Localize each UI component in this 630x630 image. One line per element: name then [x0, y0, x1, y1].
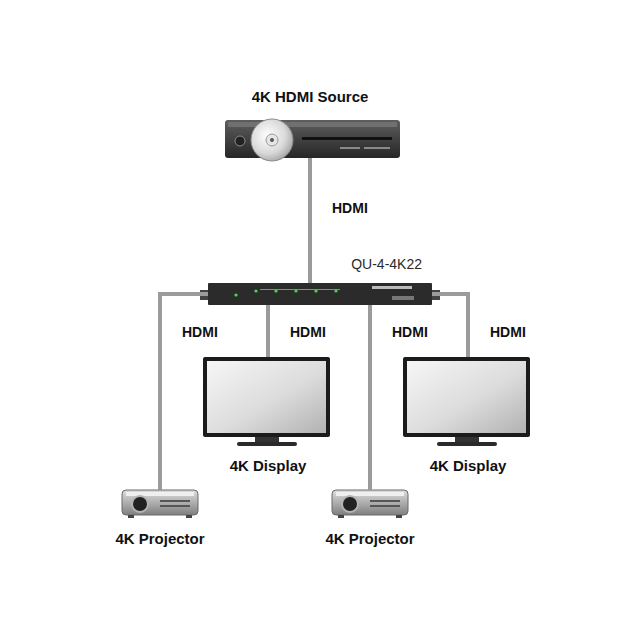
led: [254, 289, 257, 292]
projector-foot: [338, 515, 344, 518]
cable-label: HDMI: [390, 323, 430, 341]
display: [203, 357, 330, 446]
projector-foot: [186, 515, 192, 518]
cable-label: HDMI: [288, 323, 328, 341]
panel-mark: [260, 289, 340, 290]
splitter-body: [208, 283, 432, 305]
projector: [332, 490, 408, 518]
splitter-device: QU-4-4K22: [208, 283, 432, 305]
projector-vent: [160, 500, 190, 502]
display-device: 4K Display: [403, 357, 533, 475]
projector-vent: [160, 505, 190, 507]
hdmi-cable: [266, 305, 270, 357]
projector-foot: [128, 515, 134, 518]
display-device: 4K Display: [203, 357, 333, 475]
hdmi-cable: [432, 294, 468, 357]
projector-top: [126, 492, 194, 496]
cable-label: HDMI: [180, 323, 220, 341]
projector-body: [332, 490, 408, 515]
device-label: 4K HDMI Source: [252, 88, 369, 106]
projector-device: 4K Projector: [315, 490, 425, 548]
source-device: 4K HDMI Source: [222, 86, 398, 158]
model-label: QU-4-4K22: [351, 255, 422, 273]
display-bezel: [403, 357, 530, 437]
power-button: [235, 136, 245, 146]
disc-slot: [302, 137, 392, 140]
panel-mark: [392, 296, 414, 300]
panel-mark: [340, 147, 360, 149]
display-screen: [407, 361, 526, 433]
projector-top: [336, 492, 404, 496]
display-screen: [207, 361, 326, 433]
disc-hub: [266, 134, 278, 146]
projector: [122, 490, 198, 518]
device-label: 4K Display: [230, 457, 307, 475]
projector-device: 4K Projector: [105, 490, 215, 548]
blu-ray-player: [225, 119, 400, 161]
projector-lens: [132, 496, 148, 512]
device-label: 4K Display: [430, 457, 507, 475]
led: [234, 293, 237, 296]
projector-body: [122, 490, 198, 515]
device-label: 4K Projector: [325, 530, 414, 548]
display-bezel: [203, 357, 330, 437]
cable-label: HDMI: [488, 323, 528, 341]
player-top: [228, 122, 397, 127]
projector-vent: [370, 505, 400, 507]
device-label: 4K Projector: [115, 530, 204, 548]
display-neck: [255, 437, 279, 442]
hdmi-splitter: [200, 283, 440, 305]
cable-label: HDMI: [330, 199, 370, 217]
display-neck: [455, 437, 479, 442]
disc: [251, 119, 293, 161]
display-base: [437, 442, 497, 446]
display: [403, 357, 530, 446]
projector-foot: [396, 515, 402, 518]
projector-lens: [342, 496, 358, 512]
hdmi-cable: [368, 305, 372, 490]
hdmi-cable: [308, 158, 312, 283]
display-base: [237, 442, 297, 446]
logo-mark: [372, 286, 412, 289]
disc-hole: [270, 138, 274, 142]
projector-vent: [370, 500, 400, 502]
panel-mark: [364, 147, 390, 149]
